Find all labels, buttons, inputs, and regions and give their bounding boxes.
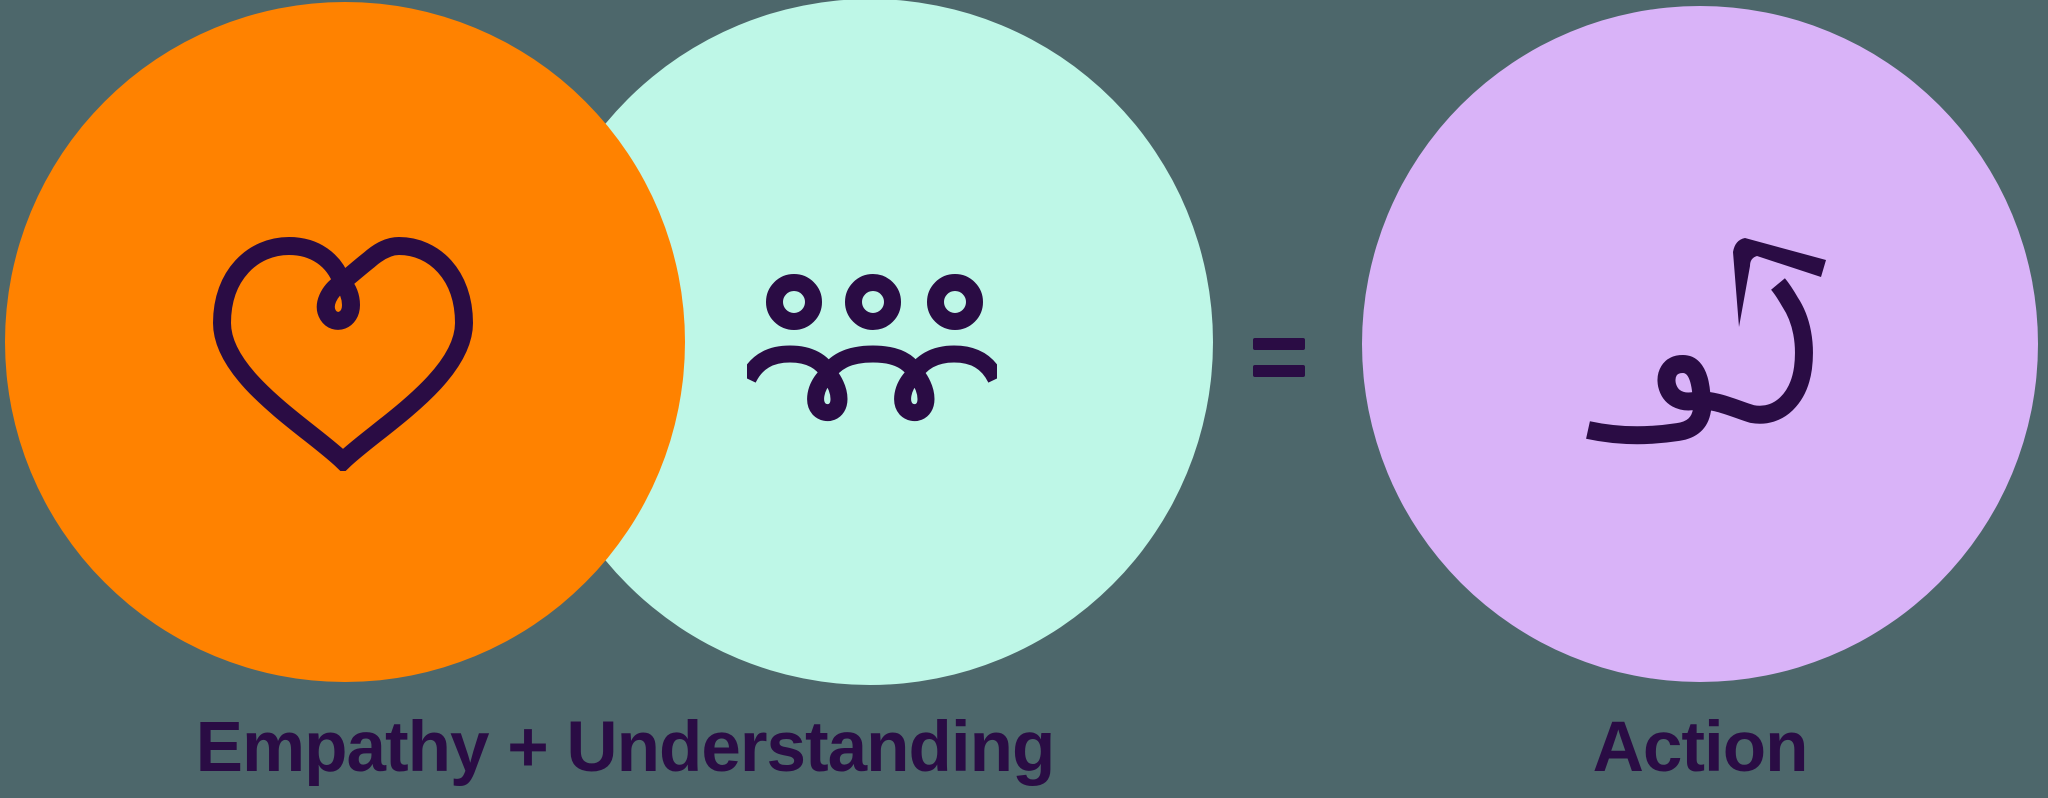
- person-head-right: [927, 274, 983, 330]
- equals-sign: [1253, 338, 1305, 377]
- equals-top-bar: [1253, 338, 1305, 350]
- person-head-left: [766, 274, 822, 330]
- scribble-arrowhead: [1733, 238, 1826, 327]
- people-group-strokes: [747, 274, 997, 422]
- equals-bottom-bar: [1253, 365, 1305, 377]
- action-circle: [1362, 6, 2038, 682]
- empathy-understanding-label: Empathy + Understanding: [195, 708, 1056, 787]
- heart-outline: [213, 237, 473, 471]
- scribble-curl: [1586, 278, 1813, 445]
- scribble-arrow-icon: [1586, 238, 1826, 445]
- empathy-circle: [5, 2, 685, 682]
- person-head-middle: [845, 274, 901, 330]
- action-label: Action: [1592, 708, 1809, 787]
- people-group-icon: [747, 274, 997, 422]
- people-shoulders-wave: [747, 345, 997, 422]
- heart-icon: [213, 237, 473, 471]
